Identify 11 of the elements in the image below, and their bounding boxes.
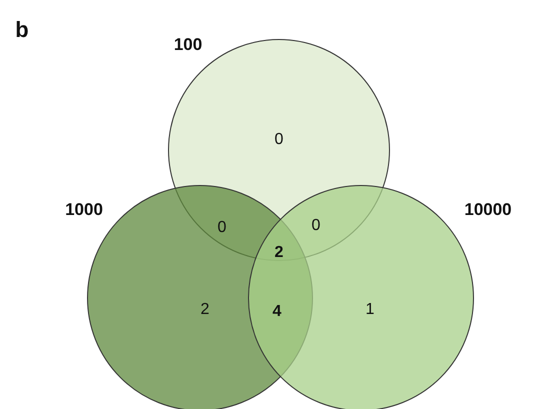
region-count: 0 <box>218 219 226 237</box>
set-label: 100 <box>174 35 202 55</box>
region-count: 0 <box>274 131 284 149</box>
region-count: 0 <box>312 217 320 235</box>
region-count: 2 <box>200 301 210 319</box>
region-count: 1 <box>366 301 374 319</box>
panel-letter: b <box>15 17 29 43</box>
set-label: 10000 <box>464 200 512 220</box>
region-count: 4 <box>272 303 282 321</box>
set-label: 1000 <box>65 200 103 220</box>
region-count: 2 <box>274 244 284 262</box>
